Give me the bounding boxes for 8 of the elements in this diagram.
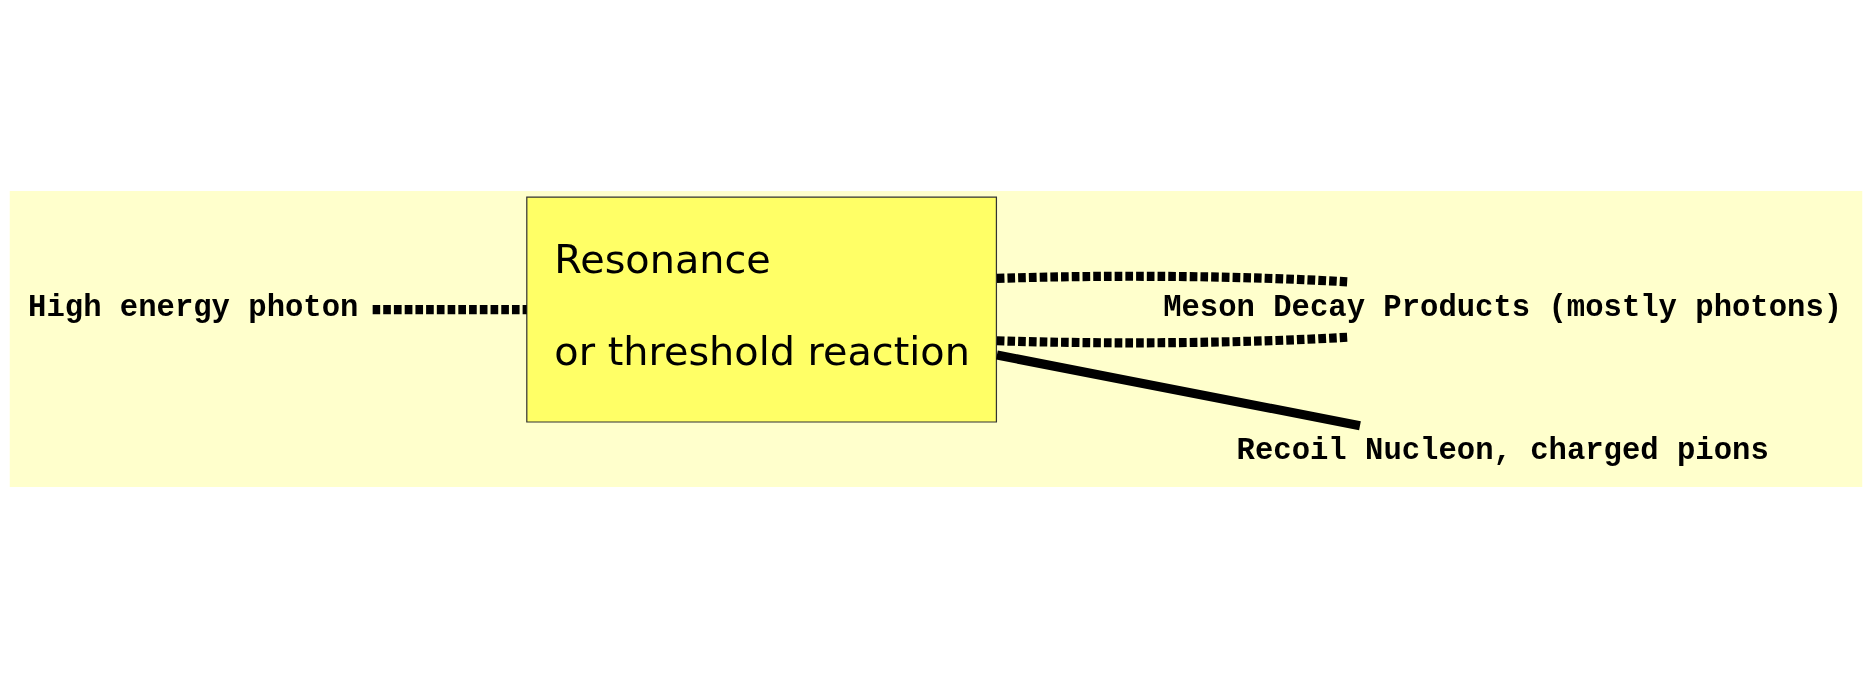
connector [996, 350, 1361, 430]
node-text: Recoil Nucleon, charged pions [1236, 433, 1769, 468]
connector [996, 332, 1350, 347]
connector [996, 271, 1350, 287]
node-box: Resonance or threshold reaction [526, 196, 998, 423]
node-text: High energy photon [28, 290, 359, 325]
node-text: Meson Decay Products (mostly photons) [1163, 290, 1843, 325]
connector [372, 304, 527, 314]
